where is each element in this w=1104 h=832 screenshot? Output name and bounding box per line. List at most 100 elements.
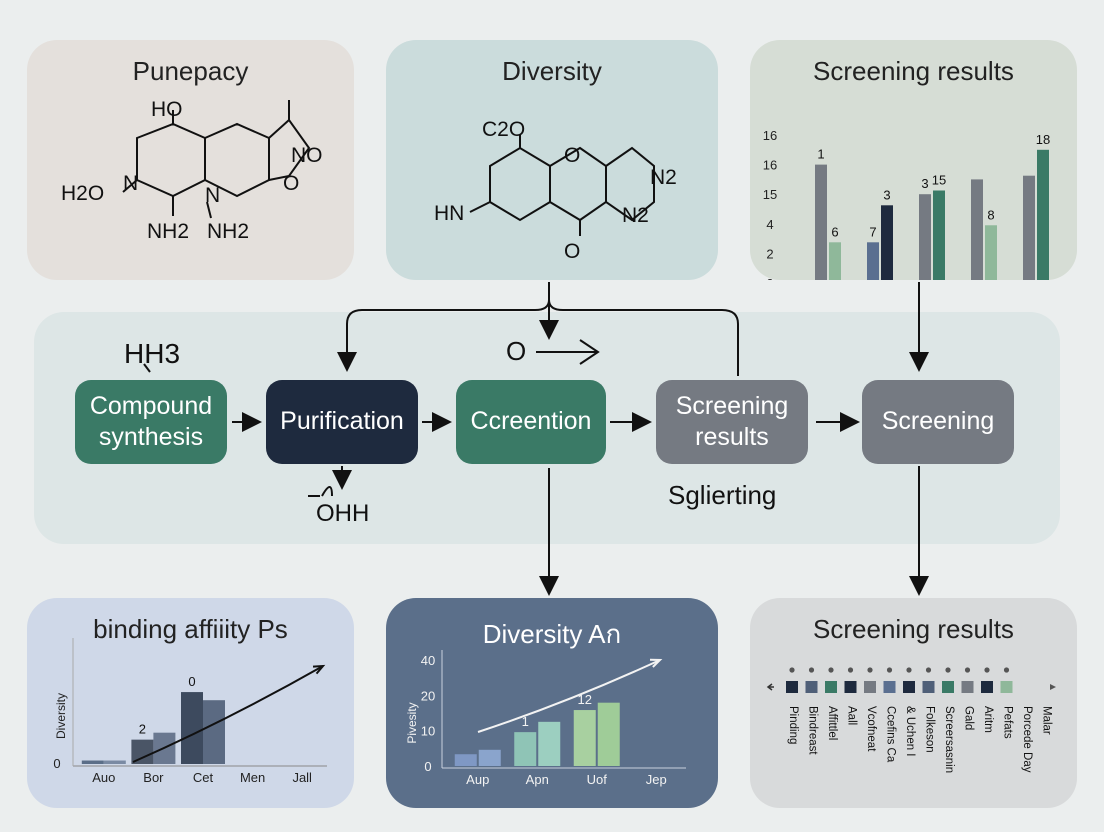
legend-swatch (883, 681, 896, 693)
legend-label: Aall (846, 706, 858, 725)
data-label: 2 (139, 722, 146, 737)
legend-swatch (1000, 681, 1013, 693)
x-tick-label: Cet (193, 770, 214, 785)
panel-purity: Punepacy HO N NO O N H2O NH2 NH2 (27, 40, 354, 280)
legend-label: Aritm (982, 706, 994, 733)
legend-right-arrow (1050, 684, 1056, 690)
panel-title: Diversity (502, 56, 602, 86)
bar (867, 242, 879, 280)
legend-label: Folkeson (924, 706, 936, 753)
data-label: 1 (522, 714, 529, 729)
flow-note-reaction: O (506, 336, 527, 366)
y-tick-label: 2 (766, 246, 773, 261)
bar (597, 702, 620, 766)
node-label: Purification (280, 407, 404, 436)
panel-diversity: Diversity C2O O N2 N2 HN O (386, 40, 718, 280)
legend-label: Pinding (787, 706, 799, 744)
node-screening-results[interactable]: Screening results (656, 380, 808, 464)
legend-label: Bindreast (807, 706, 819, 755)
y-axis-label: Pivesity (405, 702, 419, 743)
legend-swatch (922, 681, 935, 693)
bar (514, 732, 537, 766)
node-label: Screening results (675, 391, 789, 451)
panel-title: Punepacy (132, 56, 249, 86)
flow-note-sglierting: Sglierting (668, 480, 777, 510)
x-tick-label: Bor (143, 770, 164, 785)
atom-label: N2 (650, 166, 677, 189)
legend-swatch (825, 681, 837, 693)
bar (881, 205, 893, 280)
bar (919, 194, 931, 280)
bar (971, 179, 983, 280)
panel-screening-bottom: Screening results Pinding Bindreast Affitt… (750, 598, 1077, 808)
chart-screening-top: 16161542016Mong73Apn315Wetn8Men18Jul (763, 128, 1050, 280)
node-screening[interactable]: Screening (862, 380, 1014, 464)
atom-label: NH2 (147, 220, 189, 243)
legend-label: Affittlel (826, 706, 838, 740)
panel-title: Screening results (813, 614, 1014, 644)
legend-dot (964, 667, 971, 673)
trend-line (132, 665, 324, 763)
legend-left-arrow (766, 683, 774, 691)
x-tick-label: Auo (92, 770, 115, 785)
x-tick-label: Aup (466, 772, 489, 787)
x-tick-label: Apn (526, 772, 549, 787)
panel-title: binding affiiity Ps (93, 614, 288, 644)
bar (815, 164, 827, 280)
node-label: Compound synthesis (89, 391, 213, 451)
node-compound-synthesis[interactable]: Compound synthesis (75, 380, 227, 464)
y-tick-label: 10 (421, 724, 435, 739)
flow-note-ohh: OHH (316, 500, 370, 527)
panel-title: Diversity Aก (482, 619, 622, 649)
y-tick-label: 16 (763, 158, 777, 173)
data-label: 15 (932, 173, 946, 188)
data-label: 3 (883, 187, 890, 202)
data-label: 12 (578, 692, 592, 707)
bar (1037, 149, 1049, 280)
legend-swatch (903, 681, 915, 693)
atom-label: H2O (61, 182, 104, 205)
bar (829, 242, 841, 280)
atom-label: N (205, 184, 220, 207)
atom-label: NO (291, 144, 323, 167)
bar (1023, 175, 1035, 280)
node-label: Screening (881, 407, 995, 436)
bar (538, 721, 561, 766)
y-tick-label: 15 (763, 187, 777, 202)
bar (478, 749, 501, 766)
legend-dot (1003, 667, 1010, 673)
bar (203, 700, 225, 764)
legend-label: Gald (963, 706, 975, 730)
atom-label: N (123, 172, 138, 195)
atom-label: O (564, 144, 580, 167)
x-tick-label: Uof (587, 772, 608, 787)
y-tick-label: 0 (766, 276, 773, 280)
legend-dot (886, 667, 893, 673)
atom-label: O (564, 240, 580, 263)
y-tick-label: 4 (766, 217, 773, 232)
legend-dot (789, 667, 795, 673)
legend-swatch (844, 681, 857, 693)
bar (454, 754, 477, 766)
legend-dot (828, 667, 834, 673)
bar (985, 225, 997, 280)
legend-label: Porcede Day (1021, 706, 1033, 773)
atom-label: O (283, 172, 299, 195)
bar (933, 190, 945, 280)
data-label: 3 (921, 176, 928, 191)
bar (573, 710, 596, 766)
bar (181, 692, 203, 764)
legend-label: Vcofneat (865, 706, 877, 752)
node-label: Ccreention (470, 407, 592, 436)
atom-label: HN (434, 202, 464, 225)
legend-label: Malar (1041, 706, 1053, 735)
legend-swatch (805, 681, 818, 693)
node-ccreention[interactable]: Ccreention (456, 380, 606, 464)
data-label: 1 (817, 147, 824, 162)
node-purification[interactable]: Purification (266, 380, 418, 464)
